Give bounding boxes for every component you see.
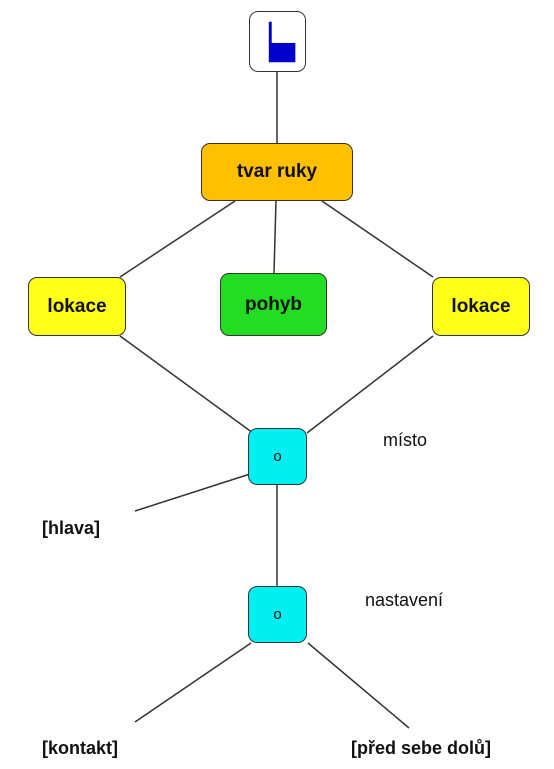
connector-o2-pred — [307, 642, 410, 729]
node-lokace-right: lokace — [432, 277, 530, 336]
node-o-nastaveni: o — [248, 586, 307, 643]
connector-handshape-lokace-right — [321, 200, 434, 278]
label-pred-sebe-dolu: [před sebe dolů] — [351, 738, 492, 758]
handshape-symbol — [249, 11, 306, 72]
handshape-glyph-icon — [268, 21, 296, 63]
label-misto: místo — [383, 430, 428, 450]
connector-o1-hlava — [134, 473, 251, 512]
node-handshape: tvar ruky — [201, 143, 353, 201]
connector-lokace-left-o1 — [119, 335, 254, 434]
node-o-misto-label: o — [273, 448, 282, 465]
node-lokace-right-label: lokace — [451, 295, 511, 317]
node-pohyb: pohyb — [220, 273, 327, 336]
connector-handshape-pohyb — [273, 200, 277, 274]
label-hlava: [hlava] — [42, 518, 101, 538]
label-kontakt: [kontakt] — [42, 738, 118, 758]
node-o-misto: o — [248, 428, 307, 485]
label-nastaveni: nastavení — [365, 590, 444, 610]
node-lokace-left: lokace — [28, 277, 126, 336]
node-handshape-label: tvar ruky — [236, 161, 318, 182]
connector-o2-kontakt — [134, 642, 252, 723]
node-o-nastaveni-label: o — [273, 606, 282, 623]
connector-lokace-right-o1 — [306, 335, 434, 434]
node-lokace-left-label: lokace — [47, 295, 107, 317]
node-pohyb-label: pohyb — [245, 293, 302, 315]
connector-handshape-lokace-left — [119, 200, 236, 278]
